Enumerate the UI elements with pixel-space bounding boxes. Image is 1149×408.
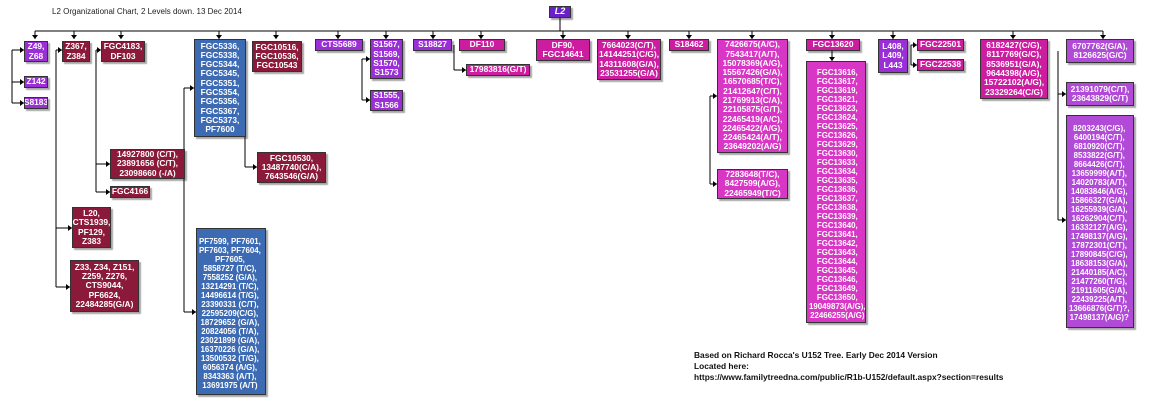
arrowhead [68, 225, 72, 231]
node-z49: Z49, Z68 [24, 41, 48, 62]
arrowhead [478, 35, 484, 39]
arrowhead [829, 57, 835, 61]
arrowhead [686, 35, 692, 39]
arrowhead [20, 100, 24, 106]
node-z142: Z142 [24, 76, 48, 88]
arrowhead [106, 189, 110, 195]
arrowhead [192, 309, 196, 315]
node-cts5689: CTS5689 [315, 39, 363, 51]
arrowhead [1062, 91, 1066, 97]
node-fgc5336: FGC5336, FGC5338, FGC5344, FGC5345, FGC5… [194, 39, 246, 137]
node-7283648: 7283648(T/C), 8427599(A/G), 22465949(T/C… [717, 169, 788, 199]
arrowhead [1010, 35, 1016, 39]
node-l408: L408, L409, L443 [878, 39, 908, 73]
node-df110: DF110 [459, 39, 505, 51]
arrowhead [335, 35, 341, 39]
source-note: Based on Richard Rocca's U152 Tree. Earl… [694, 350, 1003, 383]
arrowhead [32, 35, 38, 39]
node-fgc4166: FGC4166 [110, 186, 150, 198]
arrowhead [366, 56, 370, 62]
node-fgc10516: FGC10516, FGC10536, FGC10543 [252, 41, 302, 72]
node-8203243: 8203243(C/G), 6400194(C/T), 6810920(C/T)… [1066, 115, 1134, 328]
node-l20: L20, CTS1939, PF129, Z383 [72, 207, 111, 248]
node-7426675: 7426675(A/C), 7543417(A/T), 15078369(A/G… [717, 39, 788, 153]
node-14927800: 14927800 (C/T), 23891656 (C/T), 23098660… [110, 149, 185, 179]
node-s1555: S1555, S1566 [370, 90, 403, 111]
arrowhead [713, 93, 717, 99]
node-7664023: 7664023(C/T), 14144251(C/G), 14311608(G/… [597, 39, 661, 80]
arrowhead [66, 284, 70, 290]
node-17983816: 17983816(G/T) [466, 64, 530, 76]
arrowhead [71, 35, 77, 39]
node-s18462: S18462 [669, 39, 709, 51]
node-fgc13616: FGC13616, FGC13617, FGC13619, FGC13621, … [806, 61, 866, 323]
node-s1567: S1567, S1569, S1570, S1573 [370, 39, 403, 79]
arrowhead [890, 35, 896, 39]
arrowhead [1062, 217, 1066, 223]
node-21391079: 21391079(C/T), 23643829(C/T) [1066, 82, 1134, 106]
node-pf7599: PF7599, PF7601, PF7603, PF7604, PF7605, … [196, 228, 266, 395]
source-note-line3: https://www.familytreedna.com/public/R1b… [694, 372, 1004, 382]
arrowhead [20, 79, 24, 85]
arrowhead [913, 62, 917, 68]
arrowhead [713, 181, 717, 187]
arrowhead [118, 35, 124, 39]
arrowhead [625, 35, 631, 39]
source-note-line1: Based on Richard Rocca's U152 Tree. Earl… [694, 350, 938, 360]
source-note-line2: Located here: [694, 361, 749, 371]
node-s8183: S8183 [24, 97, 48, 109]
arrowhead [1100, 35, 1106, 39]
node-6182427: 6182427(C/G), 8117769(G/C), 8536951(G/A)… [980, 39, 1048, 99]
arrowhead [97, 47, 101, 53]
arrowhead [462, 67, 466, 73]
node-fgc13620: FGC13620 [806, 39, 860, 51]
node-z367: Z367, Z384 [62, 41, 90, 62]
chart-title: L2 Organizational Chart, 2 Levels down. … [52, 7, 242, 16]
node-z33: Z33, Z34, Z151, Z259, Z276, CTS9044, PF6… [70, 260, 139, 312]
arrowhead [749, 35, 755, 39]
arrowhead [383, 35, 389, 39]
arrowhead [430, 35, 436, 39]
node-fgc10530: FGC10530, 13487740(C/A), 7643546(G/A) [257, 152, 326, 183]
arrowhead [106, 161, 110, 167]
arrowhead [190, 85, 194, 91]
arrowhead [253, 164, 257, 170]
node-root: L2 [549, 6, 571, 18]
arrowhead [216, 35, 222, 39]
node-df90: DF90, FGC14641 [536, 39, 590, 61]
arrowhead [913, 42, 917, 48]
node-6707762: 6707762(G/A), 8126625(G/C) [1066, 39, 1134, 63]
node-s18827: S18827 [413, 39, 452, 51]
arrowhead [58, 47, 62, 53]
arrowhead [20, 47, 24, 53]
node-fgc22538: FGC22538 [917, 59, 964, 71]
arrowhead [829, 35, 835, 39]
arrowhead [560, 35, 566, 39]
node-fgc22501: FGC22501 [917, 39, 964, 51]
arrowhead [366, 97, 370, 103]
node-fgc4183: FGC4183, DF103 [101, 41, 145, 62]
arrowhead [273, 35, 279, 39]
